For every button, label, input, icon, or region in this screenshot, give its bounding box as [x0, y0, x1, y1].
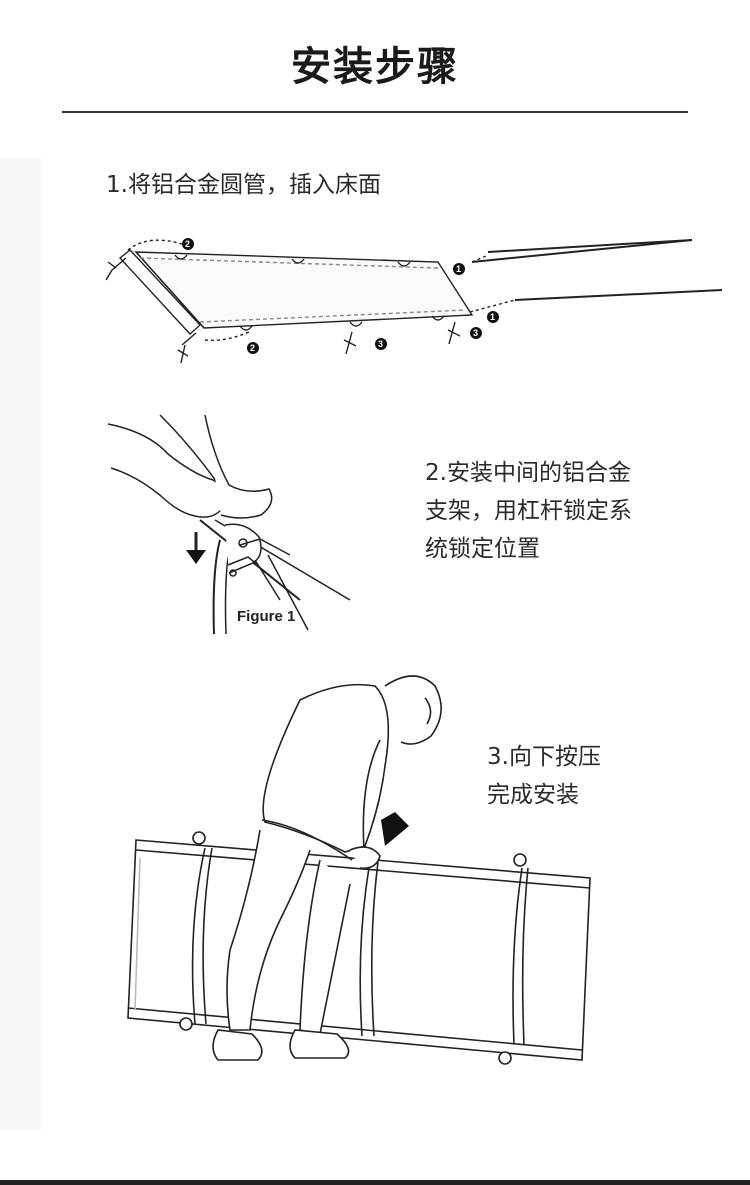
marker-3-right: 3	[473, 328, 478, 338]
marker-1-bottom: 1	[490, 312, 495, 322]
step-3-illustration	[128, 676, 590, 1064]
step-2-illustration	[108, 415, 350, 634]
marker-3-mid: 3	[378, 339, 383, 349]
figure-1-label: Figure 1	[237, 608, 295, 625]
marker-2-bottom: 2	[250, 343, 255, 353]
marker-1-top: 1	[456, 264, 461, 274]
bottom-border	[0, 1180, 750, 1185]
marker-2-top: 2	[185, 239, 190, 249]
